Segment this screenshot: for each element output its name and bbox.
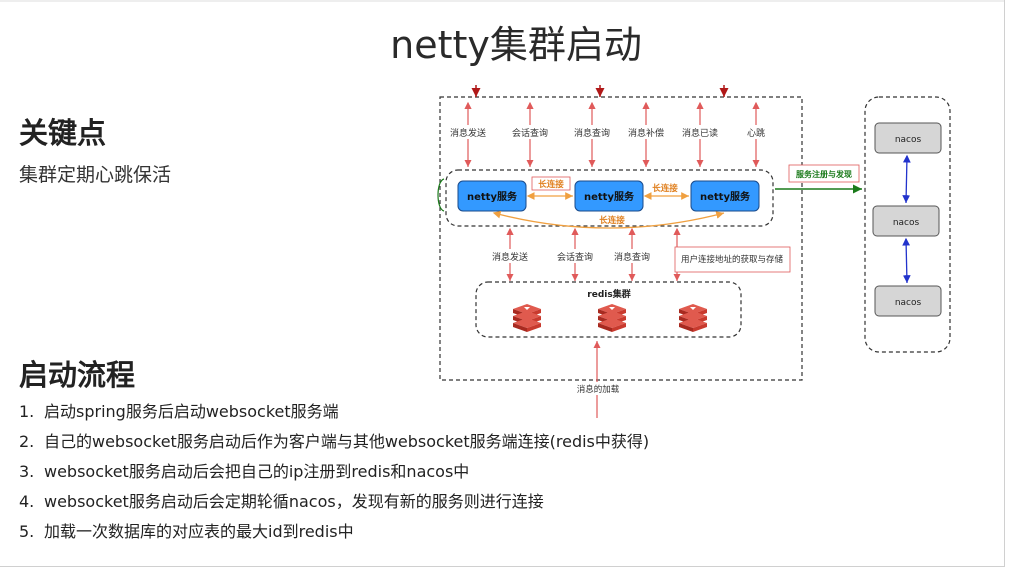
top-label: 消息已读 [682, 127, 718, 139]
load-label: 消息的加载 [577, 384, 620, 395]
top-label: 会话查询 [512, 127, 548, 139]
top-label: 消息补偿 [628, 127, 664, 139]
long-conn-label: 长连接 [599, 215, 625, 226]
key-points-heading: 关键点 [19, 116, 107, 150]
startup-heading: 启动流程 [19, 358, 136, 392]
step-number: 1. [19, 402, 35, 421]
step-text: 启动spring服务后启动websocket服务端 [44, 402, 339, 421]
nacos-node [874, 122, 942, 154]
nacos-sync-arrow [902, 154, 911, 204]
architecture-diagram: 消息发送 会话查询 消息查询 消息补偿 消息已读 心跳 netty服务 nett… [437, 85, 951, 418]
cluster-outer-box [439, 96, 803, 381]
step-item: 3. websocket服务启动后会把自己的ip注册到redis和nacos中 [19, 457, 649, 487]
netty-node [690, 180, 760, 212]
step-text: websocket服务启动后会定期轮循nacos，发现有新的服务则进行连接 [44, 492, 544, 511]
startup-steps: 1. 启动spring服务后启动websocket服务端 2. 自己的websock… [19, 397, 649, 547]
top-label: 消息发送 [450, 127, 486, 139]
slide-top-border [0, 0, 1004, 2]
user-conn-label: 用户连接地址的获取与存储 [681, 254, 784, 265]
redis-icon [513, 304, 541, 332]
long-conn-label: 长连接 [538, 179, 564, 190]
long-conn-arrow [492, 210, 725, 229]
top-label: 心跳 [747, 127, 765, 139]
step-text: 加载一次数据库的对应表的最大id到redis中 [44, 522, 354, 541]
step-number: 5. [19, 522, 35, 541]
step-number: 3. [19, 462, 35, 481]
nacos-node [872, 205, 940, 237]
redis-cluster-box [475, 281, 742, 338]
step-text: websocket服务启动后会把自己的ip注册到redis和nacos中 [44, 462, 470, 481]
step-text: 自己的websocket服务启动后作为客户端与其他websocket服务端连接(… [44, 432, 650, 451]
nacos-node-label: nacos [895, 135, 922, 145]
redis-icon [679, 304, 707, 332]
mid-label: 消息查询 [614, 251, 650, 263]
step-item: 4. websocket服务启动后会定期轮循nacos，发现有新的服务则进行连接 [19, 487, 649, 517]
top-label: 消息查询 [574, 127, 610, 139]
green-connector [437, 178, 445, 212]
nacos-node-label: nacos [893, 218, 920, 228]
nacos-cluster-box [864, 96, 951, 353]
redis-cluster-label: redis集群 [587, 288, 630, 300]
key-points-text: 集群定期心跳保活 [19, 164, 172, 186]
step-item: 1. 启动spring服务后启动websocket服务端 [19, 397, 649, 427]
step-number: 4. [19, 492, 35, 511]
nacos-node-label: nacos [895, 298, 922, 308]
nacos-node [874, 285, 942, 317]
page-title: netty集群启动 [390, 23, 642, 67]
netty-node-label: netty服务 [584, 190, 635, 203]
netty-cluster-box [445, 169, 774, 227]
netty-node-label: netty服务 [467, 190, 518, 203]
netty-node [457, 180, 527, 212]
redis-icon [598, 304, 626, 332]
netty-node-label: netty服务 [700, 190, 751, 203]
long-conn-label: 长连接 [652, 183, 678, 194]
register-label: 服务注册与发现 [796, 169, 852, 179]
mid-label: 会话查询 [557, 251, 593, 263]
step-number: 2. [19, 432, 35, 451]
step-item: 2. 自己的websocket服务启动后作为客户端与其他websocket服务端连… [19, 427, 649, 457]
nacos-sync-arrow [902, 237, 911, 284]
step-item: 5. 加载一次数据库的对应表的最大id到redis中 [19, 517, 649, 547]
mid-label: 消息发送 [492, 251, 528, 263]
